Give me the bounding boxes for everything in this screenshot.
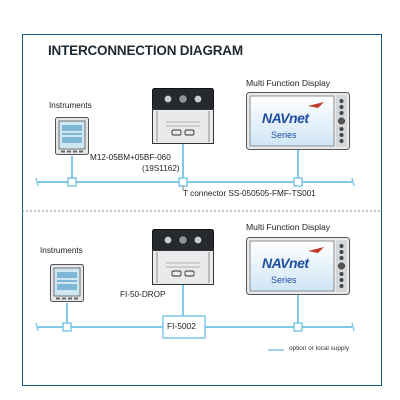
bottom-mfd-brand: NAVnet [262,255,309,271]
t-connector-icon [293,322,303,332]
t-connector-icon [62,322,72,332]
junction-box [162,315,206,339]
bottom-backbone-end-left [35,322,39,332]
cable-code-label: (19S1162) [142,164,180,173]
t-connector-icon [293,177,303,187]
t-connector-icon [67,177,77,187]
top-mfd-series: Series [271,130,297,140]
instrument-gauge-icon [55,117,89,155]
hub-icon [152,229,214,285]
bottom-mfd-label: Multi Function Display [246,222,331,232]
bottom-instruments-label: Instruments [40,246,83,255]
junction-label: FI-5002 [167,321,196,331]
t-connector-icon [178,177,188,187]
bottom-mfd-series: Series [271,275,297,285]
top-mfd-label: Multi Function Display [246,78,331,88]
bottom-network-hub [152,229,214,285]
instrument-gauge-icon [50,264,84,302]
top-mfd-brand: NAVnet [262,110,309,126]
top-network-hub [152,88,214,144]
top-instruments-label: Instruments [49,101,92,110]
t-connector-label: T connector SS-050505-FMF-TS001 [183,189,316,198]
cable-label: M12-05BM+05BF-060 [90,153,171,162]
top-backbone-end-left [35,177,39,187]
bottom-backbone-end-right [351,322,355,332]
legend-text: option or local supply [289,345,350,352]
page-title: INTERCONNECTION DIAGRAM [48,43,243,58]
top-backbone-end-right [351,177,355,187]
bottom-instruments-device [50,264,84,302]
drop-cable-label: FI-50-DROP [120,290,166,299]
hub-icon [152,88,214,144]
top-instruments-device [55,117,89,155]
